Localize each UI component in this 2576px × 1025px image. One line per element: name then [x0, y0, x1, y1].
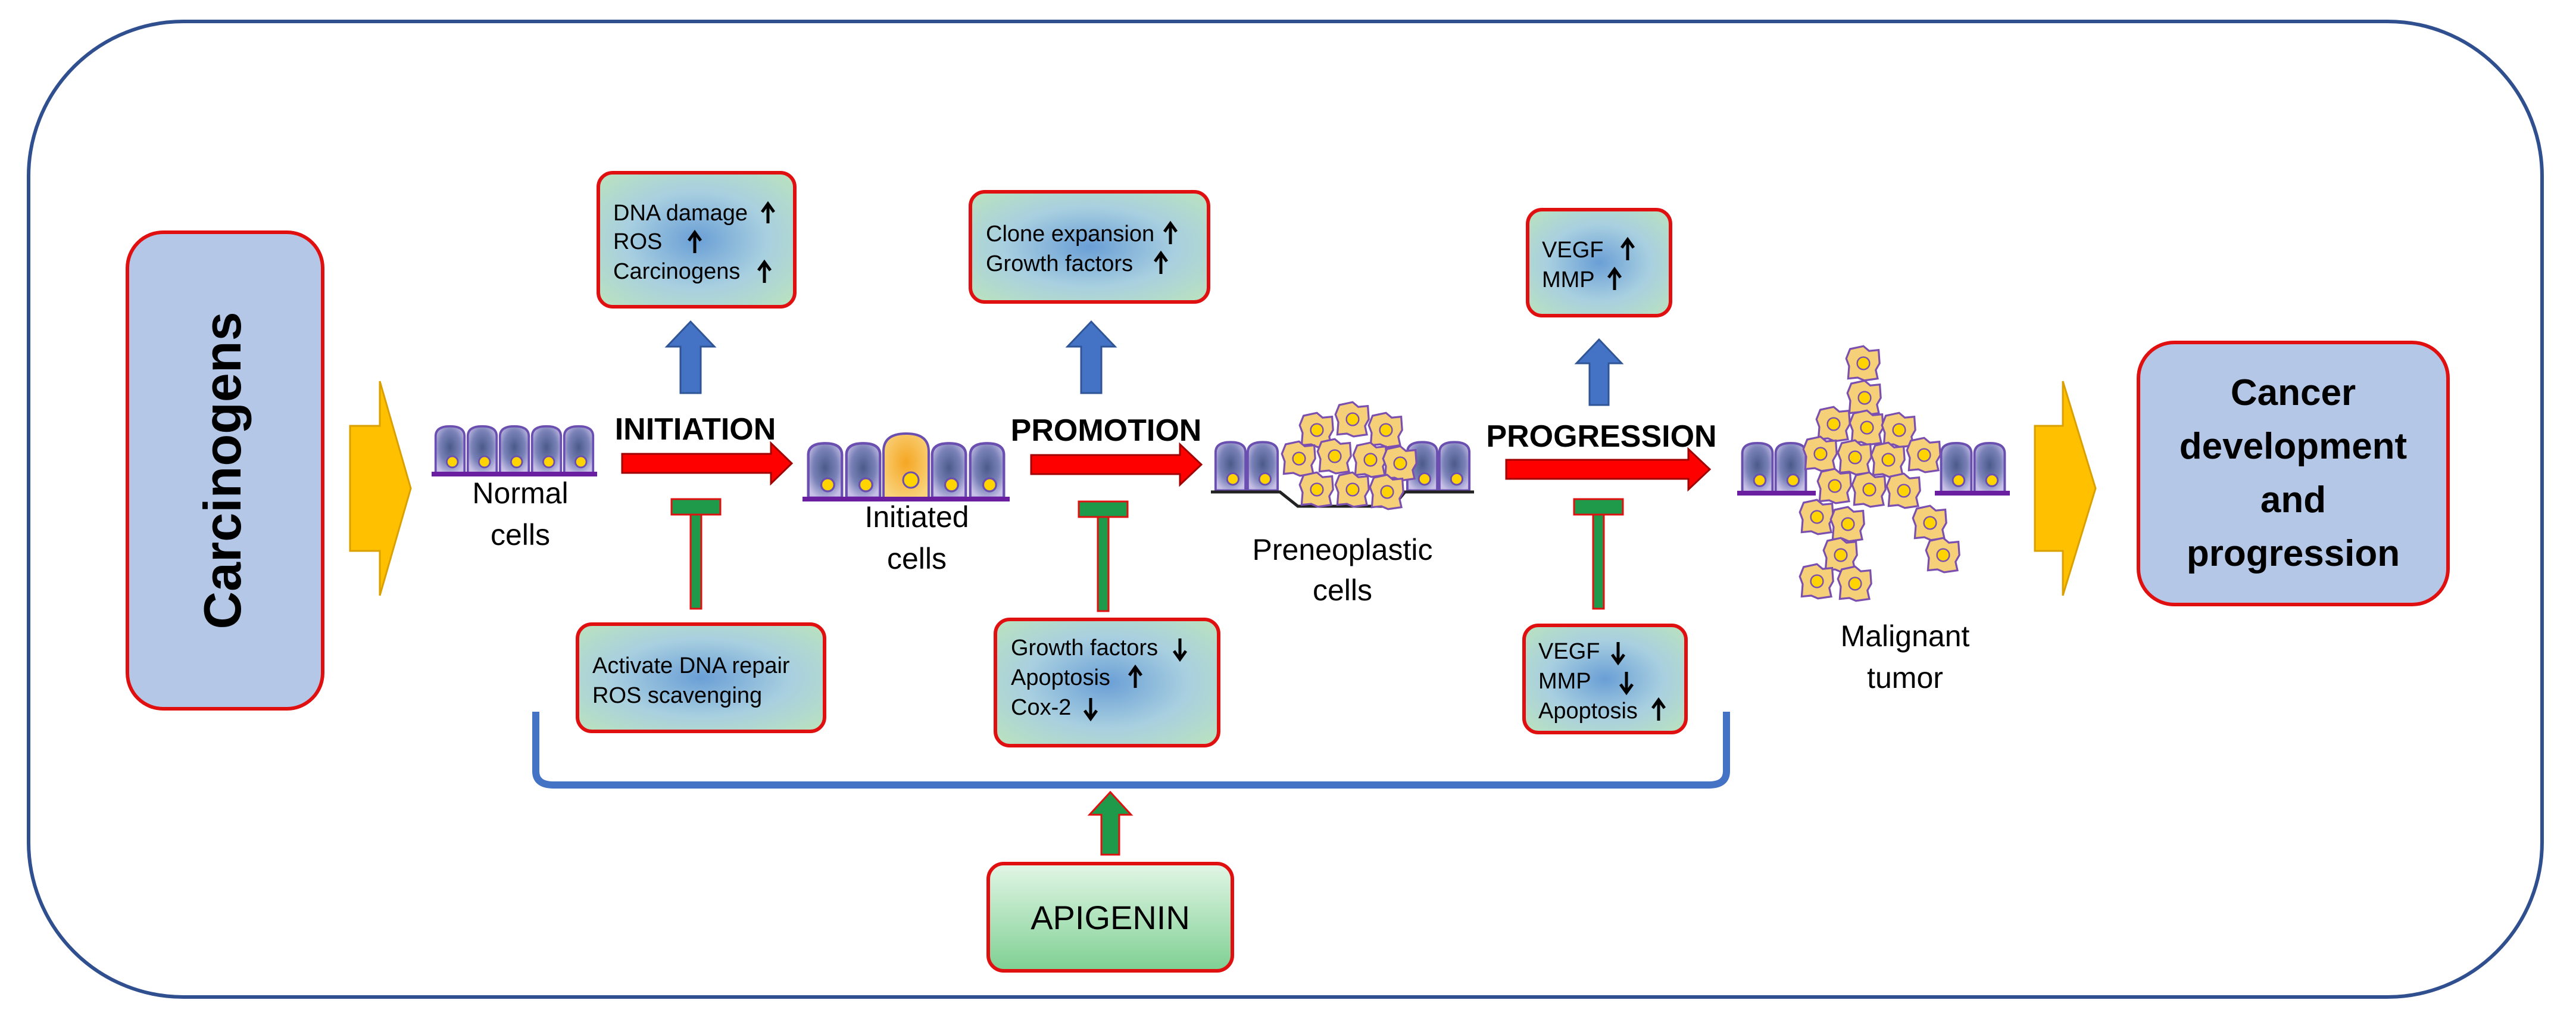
- initiation-inhibition-bar: [670, 498, 722, 610]
- preneoplastic-cells-label-2: cells: [1313, 574, 1372, 607]
- initiated-cells-label-1: Initiated: [864, 500, 969, 534]
- progression-apigenin-effect-1: VEGF: [1538, 639, 1600, 664]
- apigenin-box: APIGENIN: [986, 862, 1234, 973]
- promotion-effect-2-up-icon: [1153, 250, 1169, 274]
- progression-effects-box: VEGF MMP: [1526, 208, 1672, 317]
- promotion-apigenin-effect-2-up-icon: [1128, 664, 1143, 688]
- outcome-line3: and: [2260, 479, 2326, 521]
- outcome-line4: progression: [2187, 533, 2400, 574]
- malignant-tumor-label-2: tumor: [1867, 661, 1943, 694]
- right-yellow-arrow: [2034, 381, 2097, 596]
- initiation-apigenin-effect-1: Activate DNA repair: [592, 653, 790, 678]
- initiated-cells-illustration: [803, 432, 1010, 501]
- promotion-apigenin-effect-2: Apoptosis: [1011, 665, 1110, 690]
- carcinogens-label: Carcinogens: [193, 311, 252, 629]
- malignant-tumor-illustration: [1737, 345, 2010, 602]
- progression-effect-1: VEGF: [1542, 238, 1603, 263]
- progression-apigenin-effect-2: MMP: [1538, 669, 1591, 694]
- promotion-effect-1-up-icon: [1163, 220, 1178, 244]
- progression-inhibition-bar: [1573, 498, 1624, 610]
- promotion-inhibition-bar: [1078, 500, 1129, 612]
- progression-apigenin-effect-3-up-icon: [1651, 697, 1666, 721]
- progression-arrow: [1505, 447, 1712, 492]
- carcinogens-box: Carcinogens: [126, 230, 324, 711]
- outcome-line1: Cancer: [2231, 372, 2356, 413]
- initiation-up-arrow: [664, 320, 717, 394]
- promotion-apigenin-effect-1-down-icon: [1172, 638, 1188, 662]
- promotion-effects-box: Clone expansion Growth factors: [969, 190, 1210, 304]
- normal-cells-label-1: Normal: [472, 476, 568, 510]
- promotion-effect-2: Growth factors: [986, 251, 1133, 276]
- initiation-apigenin-effect-2: ROS scavenging: [592, 683, 762, 708]
- promotion-apigenin-effect-3-down-icon: [1083, 698, 1098, 722]
- promotion-arrow: [1030, 442, 1203, 487]
- outcome-box: Cancer development and progression: [2137, 341, 2450, 606]
- initiation-effect-1-up-icon: [760, 201, 776, 223]
- progression-apigenin-effect-3: Apoptosis: [1538, 699, 1638, 724]
- initiation-effects-box: DNA damage ROS Carcinogens: [597, 171, 797, 309]
- promotion-up-arrow: [1065, 320, 1117, 394]
- preneoplastic-cells-label-1: Preneoplastic: [1253, 533, 1433, 566]
- progression-apigenin-effect-2-down-icon: [1619, 672, 1634, 696]
- stage-promotion-label: PROMOTION: [1011, 413, 1202, 448]
- normal-cells-label-2: cells: [491, 518, 550, 552]
- initiation-effect-3-up-icon: [757, 259, 772, 283]
- promotion-apigenin-effect-3: Cox-2: [1011, 695, 1071, 720]
- left-yellow-arrow: [349, 381, 412, 596]
- malignant-tumor-label-1: Malignant: [1841, 619, 1970, 653]
- initiation-apigenin-box: Activate DNA repair ROS scavenging: [576, 622, 826, 733]
- initiation-effect-2: ROS: [613, 229, 662, 254]
- outer-frame: [27, 20, 2544, 999]
- promotion-apigenin-effect-1: Growth factors: [1011, 635, 1158, 661]
- progression-effect-2-up-icon: [1607, 266, 1622, 290]
- promotion-apigenin-box: Growth factors Apoptosis Cox-2: [994, 618, 1220, 747]
- progression-effect-1-up-icon: [1620, 236, 1635, 260]
- initiated-cells-label-2: cells: [887, 542, 947, 575]
- stage-progression-label: PROGRESSION: [1486, 419, 1716, 454]
- preneoplastic-cells-illustration: [1211, 401, 1474, 510]
- apigenin-up-arrow: [1087, 790, 1134, 856]
- progression-up-arrow: [1574, 338, 1624, 406]
- promotion-effect-1: Clone expansion: [986, 222, 1154, 247]
- apigenin-bracket: [532, 712, 1730, 789]
- apigenin-label: APIGENIN: [1031, 899, 1190, 936]
- outcome-line2: development: [2180, 426, 2407, 467]
- initiation-effect-3: Carcinogens: [613, 259, 740, 284]
- initiation-effect-2-up-icon: [687, 229, 702, 253]
- progression-apigenin-box: VEGF MMP Apoptosis: [1522, 624, 1688, 734]
- progression-effect-2: MMP: [1542, 267, 1595, 292]
- initiation-effect-1: DNA damage: [613, 201, 748, 226]
- stage-initiation-label: INITIATION: [615, 412, 776, 447]
- initiation-arrow: [621, 441, 794, 486]
- progression-apigenin-effect-1-down-icon: [1610, 642, 1626, 666]
- normal-cells-illustration: [432, 425, 597, 476]
